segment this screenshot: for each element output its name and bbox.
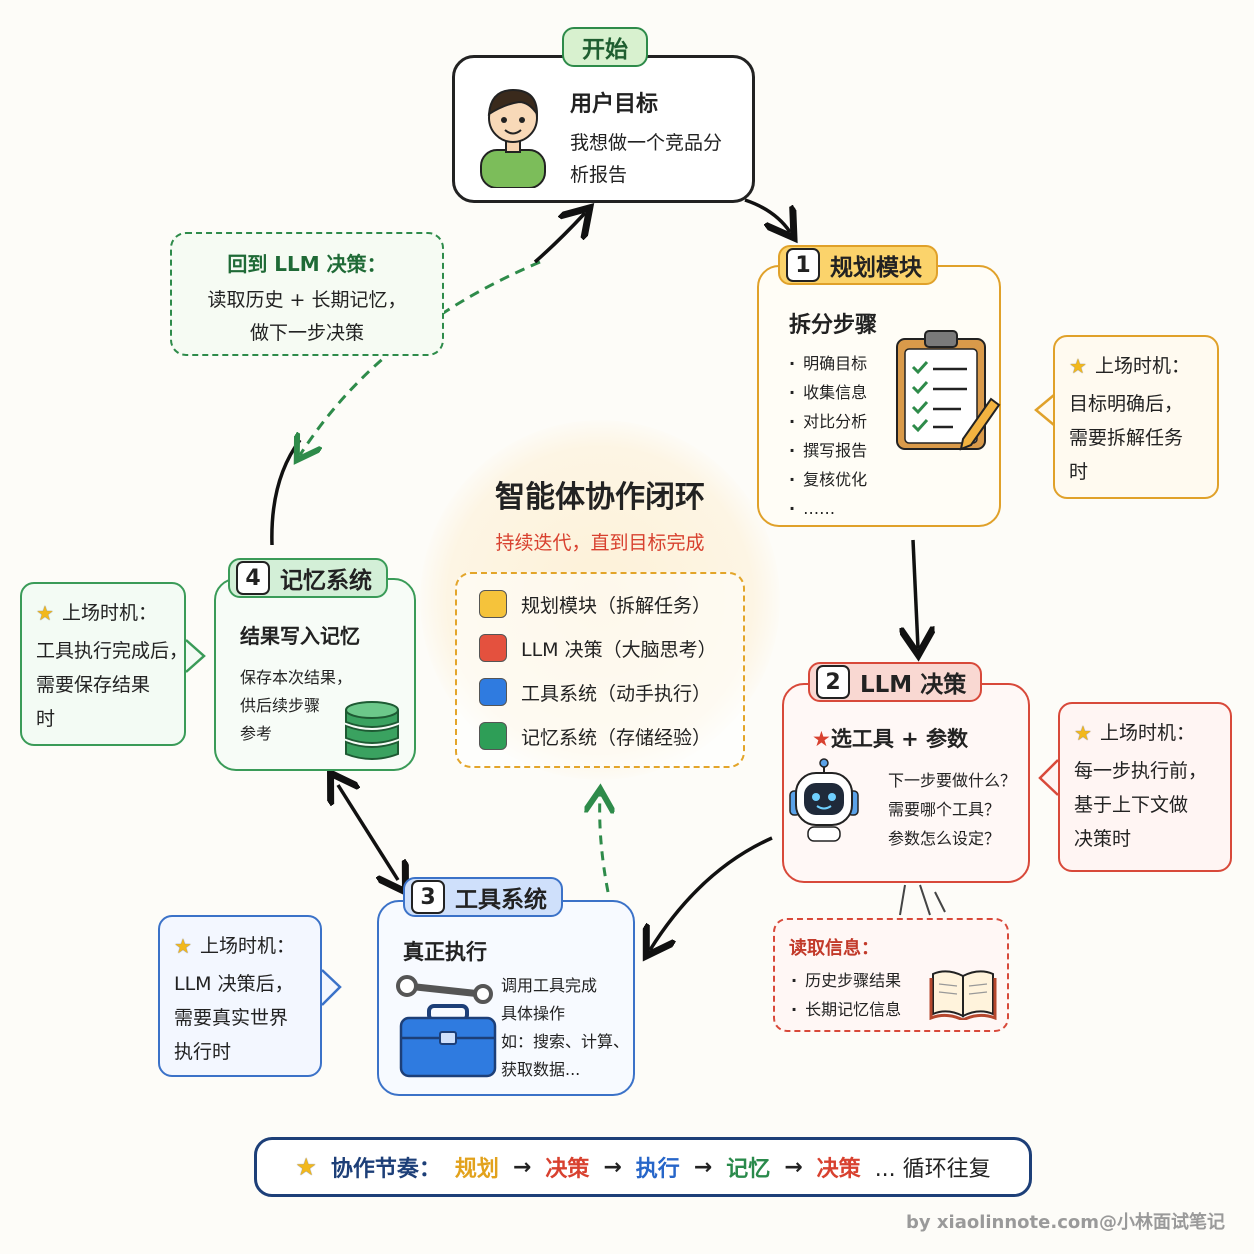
memory-card: 结果写入记忆 保存本次结果， 供后续步骤 参考 xyxy=(214,578,416,771)
planning-steps: 明确目标 收集信息 对比分析 撰写报告 复核优化 …… xyxy=(789,349,867,523)
list-item: 对比分析 xyxy=(789,407,867,436)
rhythm-step-plan: 规划 xyxy=(454,1157,499,1182)
legend-swatch-blue xyxy=(479,678,507,706)
back-line-2: 做下一步决策 xyxy=(249,322,364,344)
arrow-to-start xyxy=(533,213,585,264)
start-tag: 开始 xyxy=(562,27,648,67)
legend-swatch-red xyxy=(479,634,507,662)
arrow-planning-to-llm xyxy=(913,539,918,648)
note-pointer-tools xyxy=(321,969,342,1006)
rhythm-arrow: → xyxy=(784,1154,803,1180)
llm-question-3: 参数怎么设定？ xyxy=(888,829,1001,848)
arrow-tools-up-dashed xyxy=(600,795,608,893)
llm-question-1: 下一步要做什么？ xyxy=(888,771,1017,790)
tools-tag: 3 工具系统 xyxy=(403,877,563,917)
memory-desc-line-3: 参考 xyxy=(240,724,273,743)
list-item: 复核优化 xyxy=(789,465,867,494)
list-item: 撰写报告 xyxy=(789,436,867,465)
note-pointer-planning xyxy=(1034,394,1055,426)
tools-note: ★上场时机： LLM 决策后， 需要真实世界 执行时 xyxy=(158,915,322,1077)
tools-number: 3 xyxy=(411,880,445,914)
rhythm-arrow: → xyxy=(693,1154,713,1180)
user-avatar-icon xyxy=(480,88,546,188)
list-item: 明确目标 xyxy=(789,349,867,378)
database-icon xyxy=(345,701,399,760)
start-desc-line-2: 析报告 xyxy=(570,164,628,186)
rhythm-arrow: → xyxy=(512,1154,532,1180)
tools-desc-line-2: 具体操作 xyxy=(501,1004,566,1023)
start-card: 用户目标 我想做一个竞品分 析报告 xyxy=(452,55,755,203)
planning-tag: 1 规划模块 xyxy=(778,245,938,285)
tools-desc-line-3: 如：搜索、计算、 xyxy=(501,1032,630,1051)
llm-read-title: 读取信息： xyxy=(789,938,879,959)
llm-read-list: 历史步骤结果 长期记忆信息 xyxy=(791,966,901,1024)
book-icon xyxy=(929,970,997,1020)
star-icon: ★ xyxy=(1074,721,1092,745)
star-icon: ★ xyxy=(36,601,54,625)
rhythm-arrow: → xyxy=(603,1154,622,1180)
legend-swatch-green xyxy=(479,722,507,750)
legend-box: 规划模块（拆解任务） LLM 决策（大脑思考） 工具系统（动手执行） 记忆系统（… xyxy=(455,572,745,768)
planning-title: 拆分步骤 xyxy=(789,313,878,338)
back-to-llm-note: 回到 LLM 决策： 读取历史 + 长期记忆， 做下一步决策 xyxy=(170,232,444,356)
rhythm-step-memory: 记忆 xyxy=(726,1157,771,1182)
rhythm-prefix: 协作节奏： xyxy=(330,1157,441,1182)
start-desc-line-1: 我想做一个竞品分 xyxy=(570,132,723,154)
arrow-tools-memory xyxy=(338,785,398,880)
star-icon: ★ xyxy=(295,1153,317,1181)
back-title: 回到 LLM 决策： xyxy=(227,252,387,276)
tools-title: 真正执行 xyxy=(403,940,487,964)
planning-number: 1 xyxy=(786,248,820,282)
memory-number: 4 xyxy=(236,561,270,595)
rhythm-step-execute: 执行 xyxy=(635,1157,680,1182)
memory-desc-line-2: 供后续步骤 xyxy=(240,696,321,715)
clipboard-icon xyxy=(896,330,1001,451)
planning-card: 拆分步骤 明确目标 收集信息 对比分析 撰写报告 复核优化 …… xyxy=(757,265,1001,527)
tools-desc-line-4: 获取数据... xyxy=(501,1060,581,1079)
tools-card: 真正执行 调用工具完成 具体操作 如：搜索、计算、 获取数据... xyxy=(377,900,635,1096)
rhythm-step-decide-2: 决策 xyxy=(816,1157,861,1182)
star-icon: ★ xyxy=(1069,354,1087,378)
rhythm-suffix: ... 循环往复 xyxy=(874,1157,991,1182)
llm-title: ★选工具 + 参数 xyxy=(812,727,969,751)
watermark: by xiaolinnote.com@小林面试笔记 xyxy=(906,1212,1225,1233)
list-item: 长期记忆信息 xyxy=(791,995,901,1024)
list-item: …… xyxy=(789,494,867,523)
back-line-1: 读取历史 + 长期记忆， xyxy=(207,289,407,311)
llm-read-box: 读取信息： 历史步骤结果 长期记忆信息 xyxy=(773,918,1009,1032)
scribble-llm-read xyxy=(899,884,946,916)
rhythm-step-decide: 决策 xyxy=(545,1157,590,1182)
note-pointer-memory xyxy=(185,639,206,673)
center-title: 智能体协作闭环 xyxy=(495,480,705,515)
star-icon: ★ xyxy=(174,934,192,958)
note-pointer-llm xyxy=(1038,759,1059,796)
star-icon: ★ xyxy=(812,727,831,751)
memory-tag: 4 记忆系统 xyxy=(228,558,388,598)
toolbox-icon xyxy=(396,975,497,1078)
rhythm-bar: ★ 协作节奏： 规划 → 决策 → 执行 → 记忆 → 决策 ... 循环往复 xyxy=(254,1137,1032,1197)
legend-item-memory: 记忆系统（存储经验） xyxy=(479,714,743,758)
memory-desc-line-1: 保存本次结果， xyxy=(240,668,353,687)
list-item: 历史步骤结果 xyxy=(791,966,901,995)
planning-note: ★上场时机： 目标明确后， 需要拆解任务 时 xyxy=(1053,335,1219,499)
tools-desc-line-1: 调用工具完成 xyxy=(501,976,598,995)
arrow-start-to-planning xyxy=(744,198,790,232)
list-item: 收集信息 xyxy=(789,378,867,407)
memory-note: ★上场时机： 工具执行完成后， 需要保存结果 时 xyxy=(20,582,188,746)
arrow-llm-to-tools xyxy=(650,836,773,950)
legend-item-tools: 工具系统（动手执行） xyxy=(479,670,743,714)
robot-icon xyxy=(789,758,859,842)
center-subtitle: 持续迭代，直到目标完成 xyxy=(495,532,705,554)
legend-swatch-yellow xyxy=(479,590,507,618)
llm-number: 2 xyxy=(816,665,850,699)
llm-question-2: 需要哪个工具？ xyxy=(888,800,1001,819)
llm-card: ★选工具 + 参数 下一步要做什么？ 需要哪个工具？ 参数怎么设定？ xyxy=(782,683,1030,883)
legend-item-planning: 规划模块（拆解任务） xyxy=(479,582,743,626)
llm-note: ★上场时机： 每一步执行前， 基于上下文做 决策时 xyxy=(1058,702,1232,872)
llm-tag: 2 LLM 决策 xyxy=(808,662,983,702)
arrow-memory-up xyxy=(270,438,302,546)
legend-item-llm: LLM 决策（大脑思考） xyxy=(479,626,743,670)
memory-title: 结果写入记忆 xyxy=(240,624,360,648)
start-title: 用户目标 xyxy=(570,92,659,117)
